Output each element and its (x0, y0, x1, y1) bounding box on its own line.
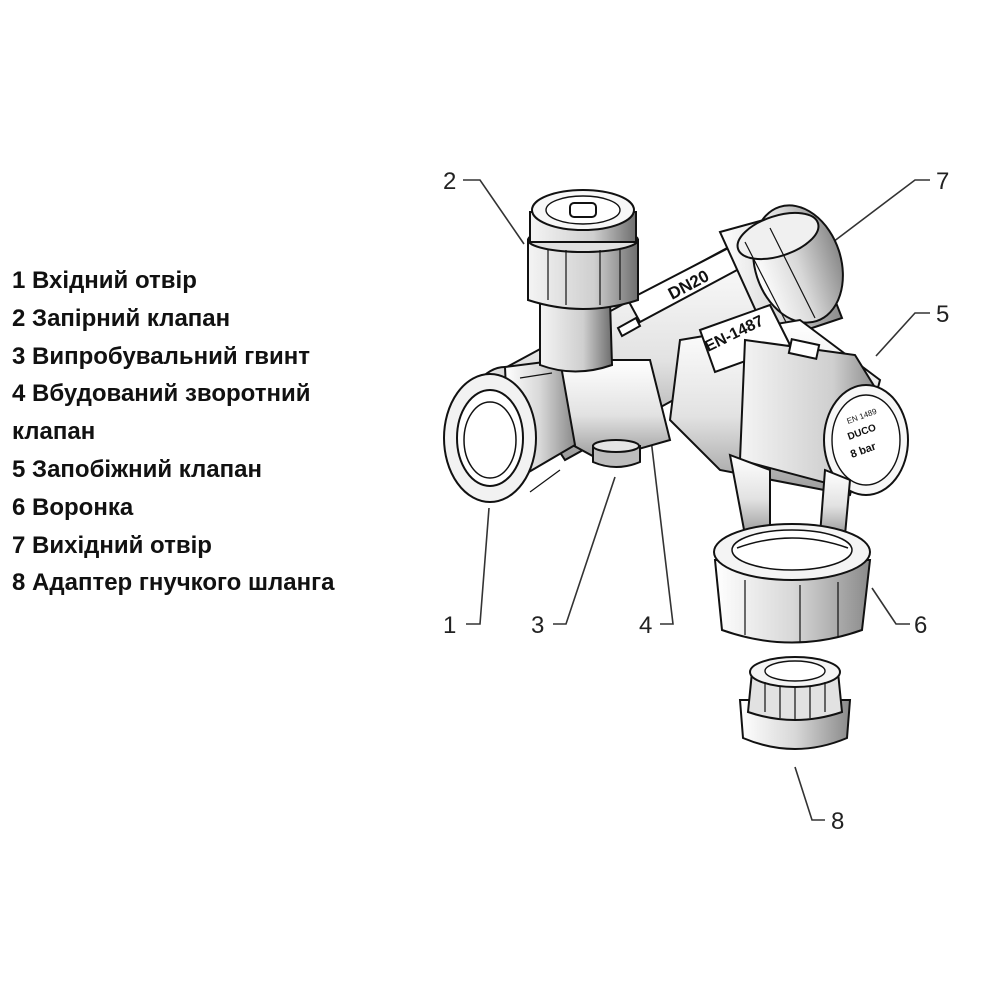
legend-item-1: 1 Вхідний отвір (12, 267, 197, 294)
leader-4 (642, 371, 674, 625)
test-screw (592, 439, 641, 468)
leader-8 (794, 766, 825, 821)
callout-6: 6 (914, 612, 927, 639)
callout-leaders (463, 179, 930, 821)
callout-4: 4 (639, 612, 652, 639)
legend-item-6: 6 Воронка (12, 493, 134, 521)
leader-7 (832, 179, 930, 243)
legend-item-2: 2 Запірний клапан (12, 304, 231, 332)
outlet-fitting (718, 204, 844, 344)
callout-7: 7 (936, 168, 949, 195)
leader-3 (553, 476, 616, 625)
shutoff-valve (527, 189, 639, 373)
leader-1 (466, 507, 490, 625)
legend-item-5: 5 Запобіжний клапан (12, 455, 262, 483)
callout-2: 2 (443, 168, 456, 195)
hose-adapter (738, 656, 852, 750)
inlet-fitting (443, 358, 577, 503)
leader-5 (875, 312, 930, 357)
callout-8: 8 (831, 808, 844, 835)
parts-legend: 1 Вхідний отвір 2 Запірний клапан 3 Випр… (12, 262, 432, 602)
legend-item-4: 4 Вбудований зворотний клапан (12, 380, 311, 446)
legend-item-8: 8 Адаптер гнучкого шланга (12, 569, 335, 597)
leader-2 (463, 179, 525, 245)
callout-3: 3 (531, 612, 544, 639)
safety-valve: EN-1487 EN 1489 DUCO 8 bar (668, 303, 909, 536)
callout-5: 5 (936, 301, 949, 328)
callout-numbers: 1 2 3 4 5 6 7 8 (443, 168, 949, 835)
leader-6 (871, 587, 910, 625)
legend-item-3: 3 Випробувальний гвинт (12, 342, 310, 370)
funnel (713, 523, 872, 644)
legend-item-7: 7 Вихідний отвір (12, 531, 212, 559)
callout-1: 1 (443, 612, 456, 639)
